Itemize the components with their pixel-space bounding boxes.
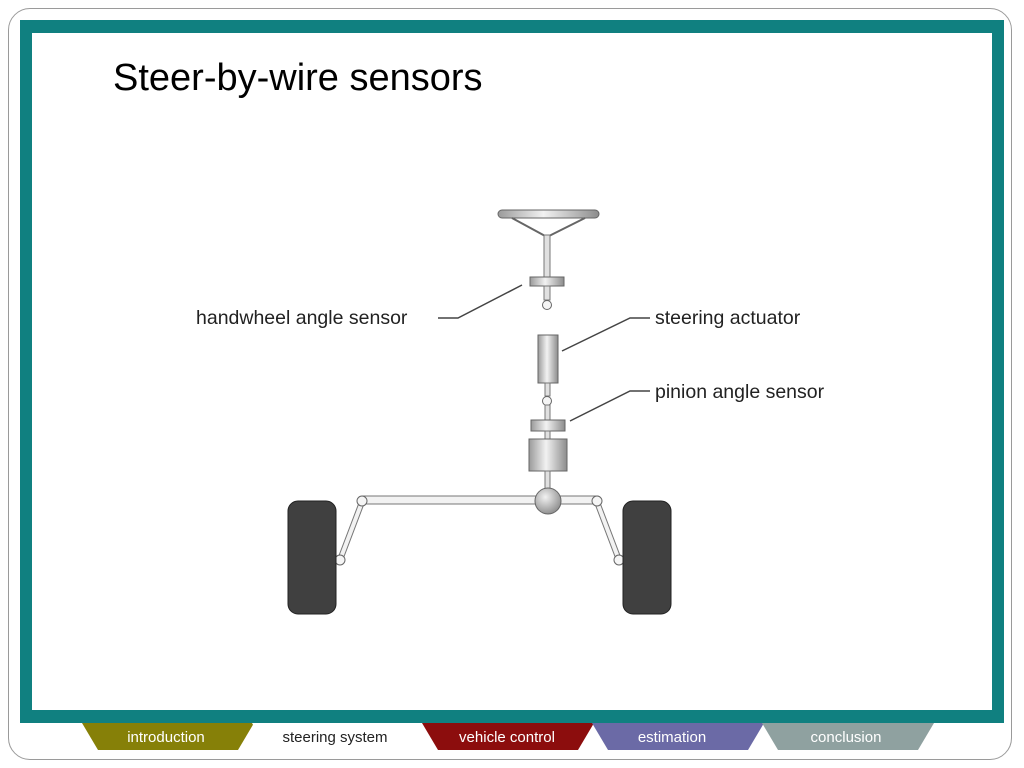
handwheel-angle-sensor (529, 276, 565, 310)
tab-steering-system-label: steering system (282, 729, 387, 746)
pinion-angle-sensor (528, 419, 568, 492)
right-wheel (622, 500, 672, 615)
tab-estimation-label: estimation (638, 729, 706, 746)
pinion-angle-sensor-label: pinion angle sensor (655, 381, 825, 403)
tab-conclusion[interactable]: conclusion (762, 723, 934, 750)
handwheel-angle-sensor-label: handwheel angle sensor (196, 307, 408, 329)
slide-title: Steer-by-wire sensors (113, 57, 483, 99)
slide-outer-border (8, 8, 1012, 760)
tab-vehicle-control-shape (422, 723, 594, 750)
tab-conclusion-shape (762, 723, 934, 750)
actuator-leader (561, 317, 650, 352)
tab-introduction[interactable]: introduction (82, 723, 254, 750)
steering-actuator-label: steering actuator (655, 307, 801, 329)
tab-vehicle-control[interactable]: vehicle control (422, 723, 594, 750)
handwheel-sensor-leader (438, 284, 523, 319)
tab-vehicle-control-label: vehicle control (459, 729, 555, 746)
pinion-sensor-leader (569, 390, 650, 422)
slide-content-area (32, 33, 992, 710)
steering-actuator (537, 334, 559, 421)
tab-conclusion-label: conclusion (811, 729, 882, 746)
tab-introduction-label: introduction (127, 729, 205, 746)
tab-steering-system-shape (252, 723, 424, 750)
steering-rack (334, 487, 625, 566)
tab-steering-system[interactable]: steering system (252, 723, 424, 750)
steering-wheel (497, 209, 600, 278)
tab-introduction-shape (82, 723, 254, 750)
section-nav: introduction steering system vehicle con… (82, 723, 934, 750)
left-wheel (287, 500, 337, 615)
tab-estimation[interactable]: estimation (592, 723, 764, 750)
tab-estimation-shape (592, 723, 764, 750)
